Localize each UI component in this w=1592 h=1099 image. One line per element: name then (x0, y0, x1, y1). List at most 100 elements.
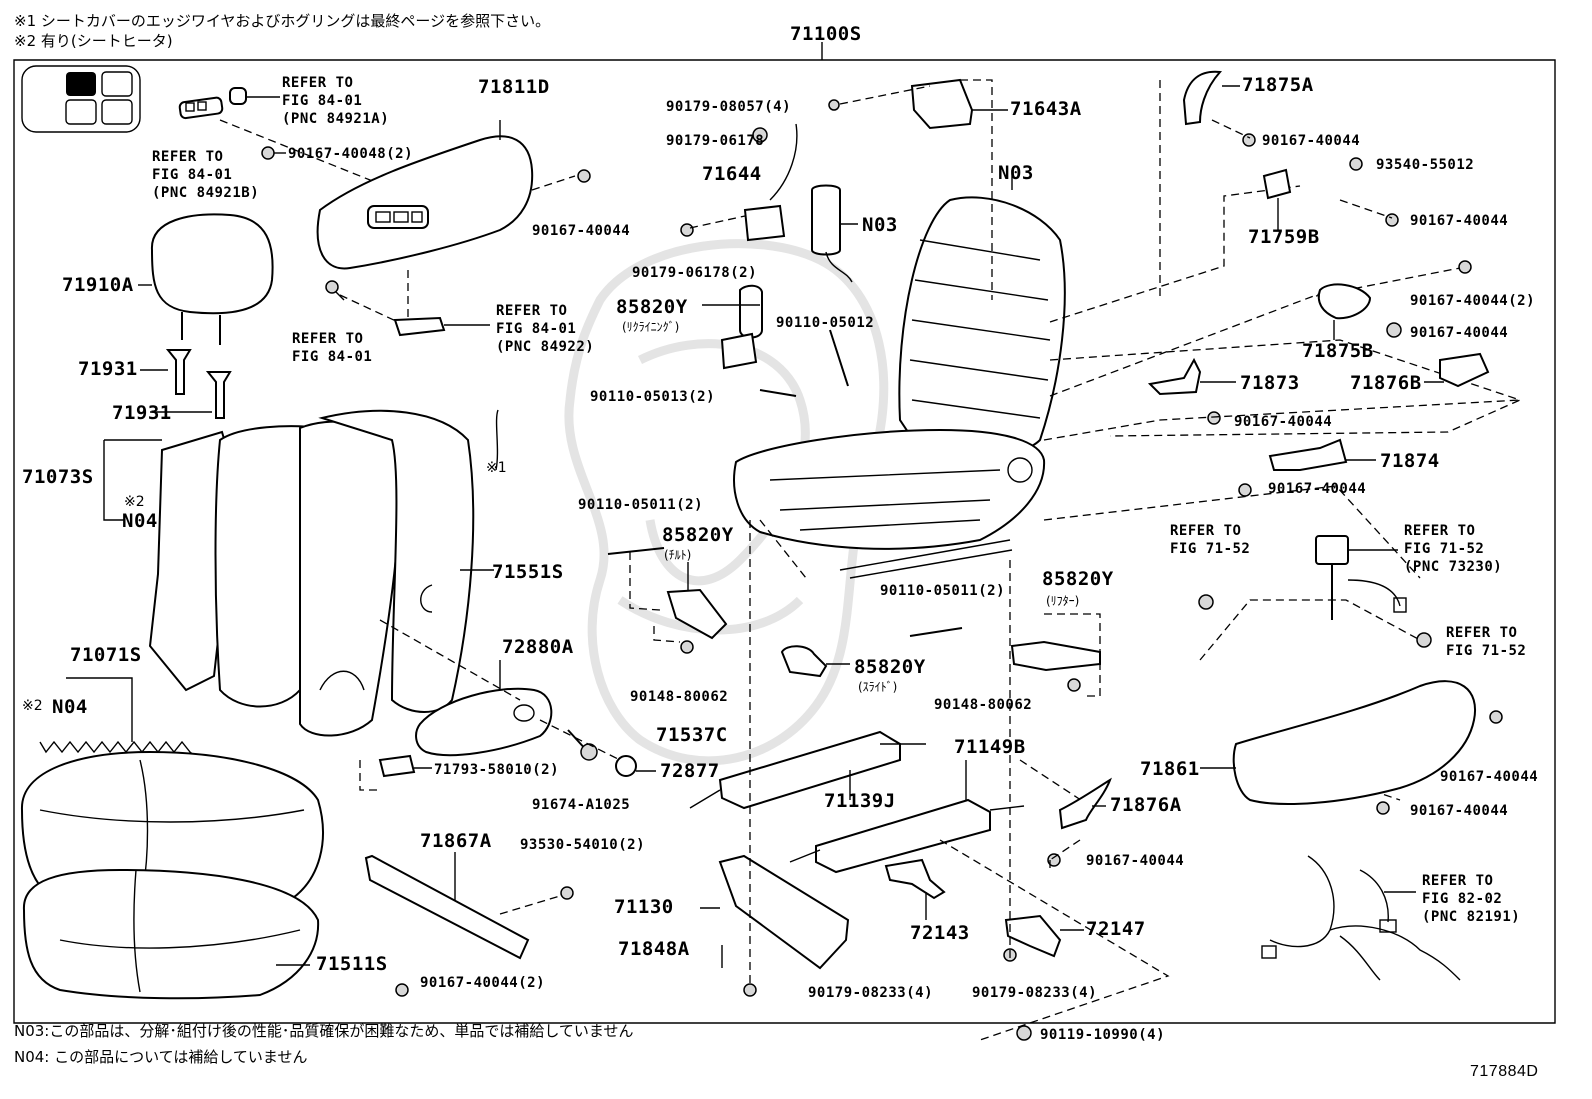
seat-row-position-icon (21, 65, 141, 133)
header-note-1: ※1 シートカバーのエッジワイヤおよびホグリングは最終ページを参照下さい。 (14, 12, 551, 30)
label-93530: 93530-54010(2) (520, 837, 646, 853)
label-90179-08233-a: 90179-08233(4) (808, 985, 934, 1001)
label-lifter: (ﾘﾌﾀｰ) (1046, 594, 1080, 608)
right-side-brackets (1058, 70, 1490, 830)
label-recline: (ﾘｸﾗｲﾆﾝｸﾞ) (622, 320, 680, 334)
label-71149B: 71149B (954, 736, 1026, 758)
label-90110-05012: 90110-05012 (776, 315, 875, 331)
clip-71793 (359, 754, 432, 791)
label-71867A: 71867A (420, 830, 492, 852)
label-90167-40044-c: 90167-40044 (1410, 213, 1509, 229)
label-85820Y-a: 85820Y (616, 296, 688, 318)
label-refer-84922: REFER TO FIG 84-01 (PNC 84922) (496, 303, 595, 355)
label-71551S: 71551S (492, 561, 564, 583)
label-71876B: 71876B (1350, 372, 1422, 394)
label-refer-82191: REFER TO FIG 82-02 (PNC 82191) (1422, 873, 1521, 925)
seatback-cover-71551S (318, 409, 494, 713)
label-refer-73230: REFER TO FIG 71-52 (PNC 73230) (1404, 523, 1503, 575)
label-90179-08057: 90179-08057(4) (666, 99, 792, 115)
armrest-72880A (379, 619, 553, 757)
label-90179-06178-2: 90179-06178(2) (632, 265, 758, 281)
label-N03-a: N03 (998, 162, 1034, 184)
label-90167-40044-f: 90167-40044 (1234, 414, 1333, 430)
label-93540: 93540-55012 (1376, 157, 1475, 173)
motor-85820Y-lifter (909, 613, 1101, 697)
seat-cushion (20, 677, 324, 1000)
label-90148-a: 90148-80062 (630, 689, 729, 705)
label-refer-84921A: REFER TO FIG 84-01 (PNC 84921A) (282, 75, 390, 127)
side-cover-71861 (1200, 680, 1477, 805)
label-slide: (ｽﾗｲﾄﾞ) (858, 680, 898, 694)
bracket-84922 (339, 294, 490, 337)
label-71931-b: 71931 (112, 402, 172, 424)
label-71910A: 71910A (62, 274, 134, 296)
label-tilt: (ﾁﾙﾄ) (664, 548, 692, 562)
label-90110-05011-b: 90110-05011(2) (880, 583, 1006, 599)
label-91674: 91674-A1025 (532, 797, 631, 813)
label-71875A: 71875A (1242, 74, 1314, 96)
label-71874: 71874 (1380, 450, 1440, 472)
label-90167-40044-a: 90167-40044 (532, 223, 631, 239)
label-N04-b: N04 (52, 696, 88, 718)
motor-85820Y-slide (780, 645, 850, 678)
armrest-cap-and-bolt (539, 719, 656, 777)
seatbelt-buckle (1315, 535, 1407, 620)
label-90167-40044-h: 90167-40044 (1440, 769, 1539, 785)
label-refer-71-52-a: REFER TO FIG 71-52 (1170, 523, 1251, 557)
wire-harness-82191 (1261, 855, 1461, 981)
label-90179-08233-b: 90179-08233(4) (972, 985, 1098, 1001)
label-90119: 90119-10990(4) (1040, 1027, 1166, 1043)
label-90167-40048: 90167-40048(2) (288, 146, 414, 162)
label-refer-84921B: REFER TO FIG 84-01 (PNC 84921B) (152, 149, 260, 201)
label-71759B: 71759B (1248, 226, 1320, 248)
label-85820Y-d: 85820Y (854, 656, 926, 678)
label-note2-a: ※2 (124, 494, 145, 510)
label-90110-05011-a: 90110-05011(2) (578, 497, 704, 513)
label-90167-40044-j: 90167-40044 (1086, 853, 1185, 869)
header-note-2: ※2 有り(シートヒータ) (14, 32, 173, 50)
seat-rails (689, 730, 1084, 970)
label-71071S: 71071S (70, 644, 142, 666)
label-71875B: 71875B (1302, 340, 1374, 362)
label-90110-05013: 90110-05013(2) (590, 389, 716, 405)
label-90167-40044-2: 90167-40044(2) (420, 975, 546, 991)
label-85820Y-b: 85820Y (662, 524, 734, 546)
label-71876A: 71876A (1110, 794, 1182, 816)
label-71643A: 71643A (1010, 98, 1082, 120)
label-N04-a: N04 (122, 510, 158, 532)
label-90167-40044-e: 90167-40044 (1410, 325, 1509, 341)
label-refer-84-01: REFER TO FIG 84-01 (292, 331, 373, 365)
motor-85820Y-recline (702, 284, 849, 397)
label-71073S: 71073S (22, 466, 94, 488)
footer-note-n04: N04: この部品については補給していません (14, 1048, 308, 1066)
label-71644: 71644 (702, 163, 762, 185)
label-71873: 71873 (1240, 372, 1300, 394)
label-90179-06178: 90179-06178 (666, 133, 765, 149)
label-72147: 72147 (1086, 918, 1146, 940)
seatback-pad-71073S (103, 420, 402, 737)
label-71139J: 71139J (824, 790, 896, 812)
sensors-71643A-71644-N03 (689, 78, 1008, 300)
label-72143: 72143 (910, 922, 970, 944)
label-90167-40044-d: 90167-40044(2) (1410, 293, 1536, 309)
motor-85820Y-tilt (607, 547, 728, 643)
footer-note-n03: N03:この部品は、分解･組付け後の性能･品質確保が困難なため、単品では補給して… (14, 1022, 634, 1040)
switch-knobs (178, 87, 421, 201)
label-71130: 71130 (614, 896, 674, 918)
label-72880A: 72880A (502, 636, 574, 658)
label-71537C: 71537C (656, 724, 728, 746)
label-90167-40044-i: 90167-40044 (1410, 803, 1509, 819)
label-90167-40044-b: 90167-40044 (1262, 133, 1361, 149)
shield-71867A (364, 852, 561, 960)
headrest-71910A (138, 213, 274, 345)
label-71793: 71793-58010(2) (434, 762, 560, 778)
label-90167-40044-g: 90167-40044 (1268, 481, 1367, 497)
seat-frame-71100S (733, 170, 1066, 579)
label-71931-a: 71931 (78, 358, 138, 380)
label-refer-71-52-b: REFER TO FIG 71-52 (1446, 625, 1527, 659)
label-71848A: 71848A (618, 938, 690, 960)
label-note1: ※1 (486, 460, 507, 476)
side-shield-71811D (316, 120, 576, 320)
